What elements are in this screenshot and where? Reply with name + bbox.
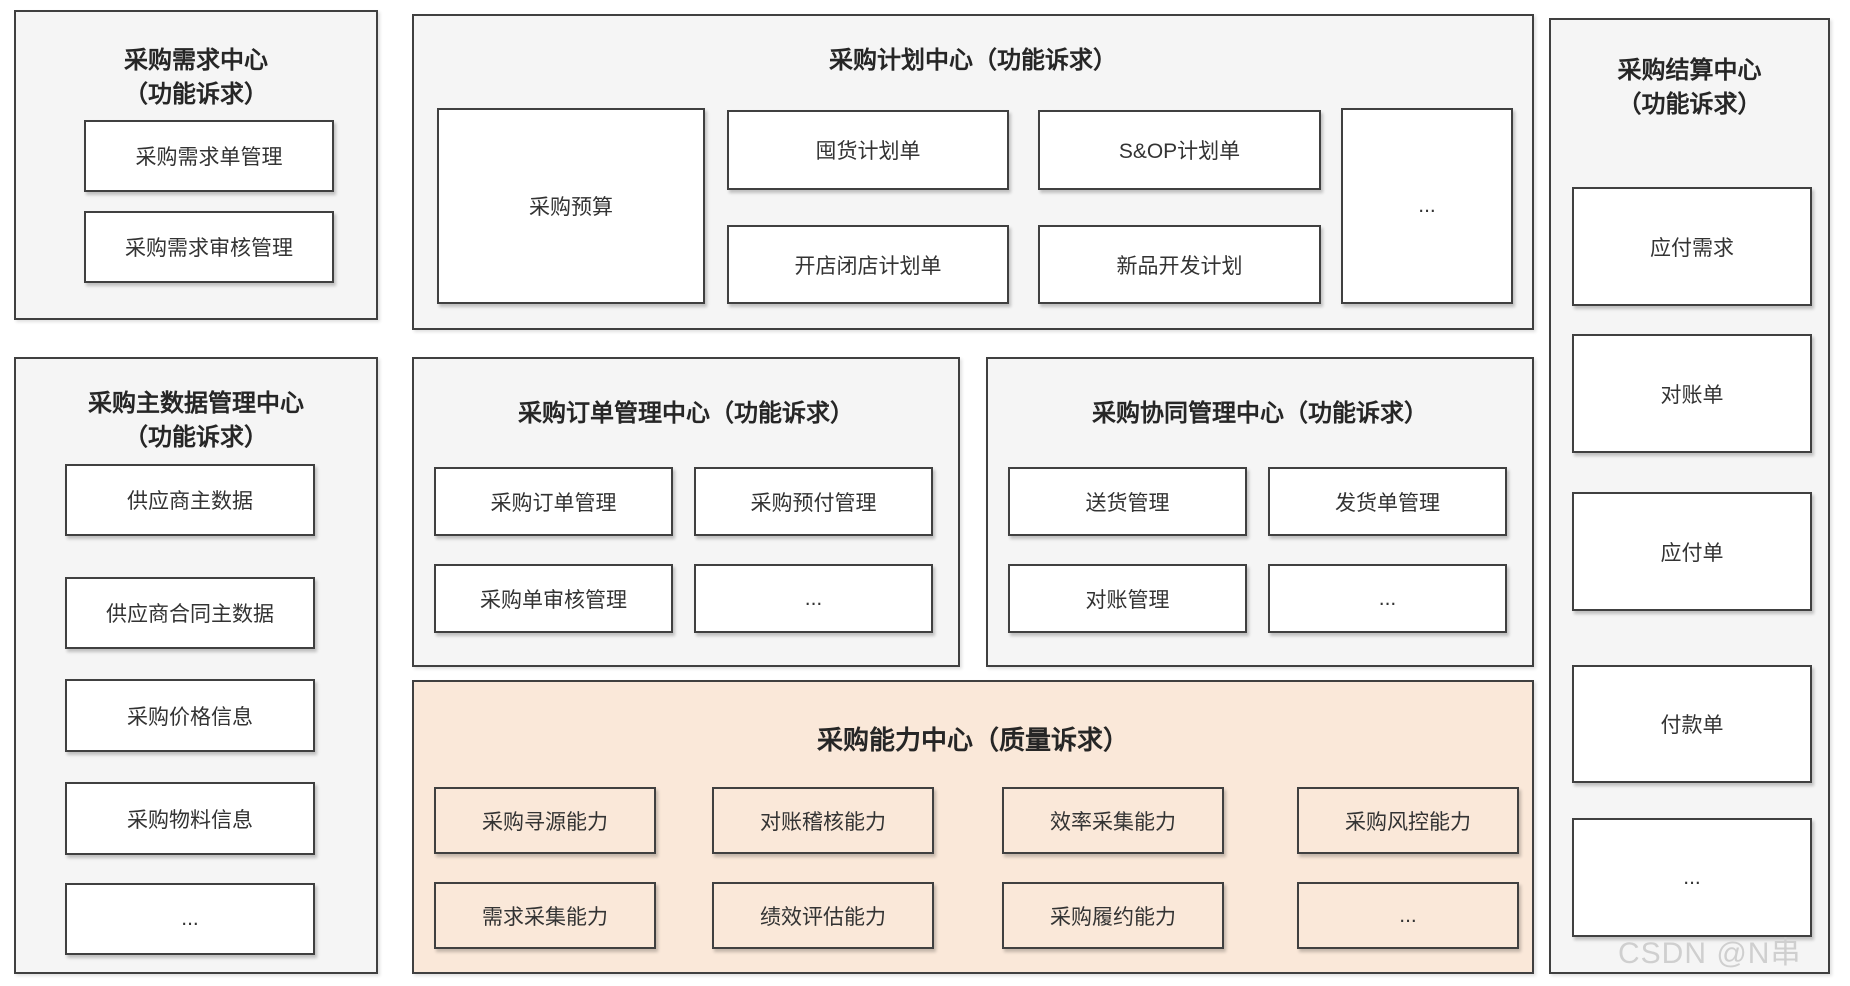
box-fulfillment-capability: 采购履约能力 bbox=[1002, 882, 1224, 949]
box-supplier-master-data: 供应商主数据 bbox=[65, 464, 315, 536]
box-order-more-ellipsis: ... bbox=[694, 564, 933, 633]
panel-demand-title-line1: 采购需求中心 bbox=[124, 47, 268, 74]
box-payable-order: 应付单 bbox=[1572, 492, 1812, 611]
panel-plan-title: 采购计划中心（功能诉求） bbox=[829, 47, 1117, 74]
box-reconciliation-management: 对账管理 bbox=[1008, 564, 1247, 633]
panel-order-title: 采购订单管理中心（功能诉求） bbox=[518, 400, 854, 427]
box-purchase-order-management: 采购订单管理 bbox=[434, 467, 673, 536]
box-delivery-management: 送货管理 bbox=[1008, 467, 1247, 536]
box-reconciliation-statement: 对账单 bbox=[1572, 334, 1812, 453]
box-shipment-order-management: 发货单管理 bbox=[1268, 467, 1507, 536]
box-master-more-ellipsis: ... bbox=[65, 883, 315, 955]
panel-master-title-line1: 采购主数据管理中心 bbox=[88, 390, 304, 417]
panel-demand-title-line2: （功能诉求） bbox=[124, 80, 268, 108]
box-supplier-contract-master-data: 供应商合同主数据 bbox=[65, 577, 315, 649]
box-sourcing-capability: 采购寻源能力 bbox=[434, 787, 656, 854]
panel-purchase-settlement-center: 采购结算中心 （功能诉求） 应付需求 对账单 应付单 付款单 ... bbox=[1549, 18, 1830, 974]
box-reconciliation-audit-capability: 对账稽核能力 bbox=[712, 787, 934, 854]
box-stockpile-plan: 囤货计划单 bbox=[727, 110, 1009, 190]
box-performance-evaluation-capability: 绩效评估能力 bbox=[712, 882, 934, 949]
box-plan-more-ellipsis: ... bbox=[1341, 108, 1513, 304]
box-capability-more-ellipsis: ... bbox=[1297, 882, 1519, 949]
box-purchase-price-info: 采购价格信息 bbox=[65, 679, 315, 752]
panel-purchase-plan-center: 采购计划中心（功能诉求） 采购预算 囤货计划单 S&OP计划单 开店闭店计划单 … bbox=[412, 14, 1534, 330]
box-store-open-close-plan: 开店闭店计划单 bbox=[727, 225, 1009, 304]
panel-demand-title: 采购需求中心 （功能诉求） bbox=[16, 44, 376, 111]
panel-master-title-line2: （功能诉求） bbox=[124, 423, 268, 451]
box-collab-more-ellipsis: ... bbox=[1268, 564, 1507, 633]
csdn-watermark: CSDN @N串 bbox=[1618, 937, 1802, 970]
panel-settle-title-line1: 采购结算中心 bbox=[1617, 57, 1762, 84]
box-payable-demand: 应付需求 bbox=[1572, 187, 1812, 306]
panel-settle-title-line2: （功能诉求） bbox=[1617, 90, 1762, 118]
box-efficiency-collection-capability: 效率采集能力 bbox=[1002, 787, 1224, 854]
box-risk-control-capability: 采购风控能力 bbox=[1297, 787, 1519, 854]
box-new-product-plan: 新品开发计划 bbox=[1038, 225, 1321, 304]
box-purchase-order-review-management: 采购单审核管理 bbox=[434, 564, 673, 633]
panel-master-title: 采购主数据管理中心 （功能诉求） bbox=[16, 387, 376, 454]
panel-purchase-collaboration-center: 采购协同管理中心（功能诉求） 送货管理 发货单管理 对账管理 ... bbox=[986, 357, 1534, 667]
box-demand-collection-capability: 需求采集能力 bbox=[434, 882, 656, 949]
box-settlement-more-ellipsis: ... bbox=[1572, 818, 1812, 937]
panel-collab-title: 采购协同管理中心（功能诉求） bbox=[1092, 400, 1428, 427]
box-demand-review-management: 采购需求审核管理 bbox=[84, 211, 334, 283]
box-sop-plan: S&OP计划单 bbox=[1038, 110, 1321, 190]
panel-purchase-capability-center: 采购能力中心（质量诉求） 采购寻源能力 对账稽核能力 效率采集能力 采购风控能力… bbox=[412, 680, 1534, 974]
box-demand-order-management: 采购需求单管理 bbox=[84, 120, 334, 192]
box-purchase-budget: 采购预算 bbox=[437, 108, 705, 304]
box-purchase-prepay-management: 采购预付管理 bbox=[694, 467, 933, 536]
panel-capability-title: 采购能力中心（质量诉求） bbox=[816, 725, 1129, 755]
box-purchase-material-info: 采购物料信息 bbox=[65, 782, 315, 855]
panel-purchase-demand-center: 采购需求中心 （功能诉求） 采购需求单管理 采购需求审核管理 bbox=[14, 10, 378, 320]
panel-master-data-center: 采购主数据管理中心 （功能诉求） 供应商主数据 供应商合同主数据 采购价格信息 … bbox=[14, 357, 378, 974]
panel-purchase-order-center: 采购订单管理中心（功能诉求） 采购订单管理 采购预付管理 采购单审核管理 ... bbox=[412, 357, 960, 667]
panel-settle-title: 采购结算中心 （功能诉求） bbox=[1551, 54, 1828, 121]
box-payment-order: 付款单 bbox=[1572, 665, 1812, 783]
